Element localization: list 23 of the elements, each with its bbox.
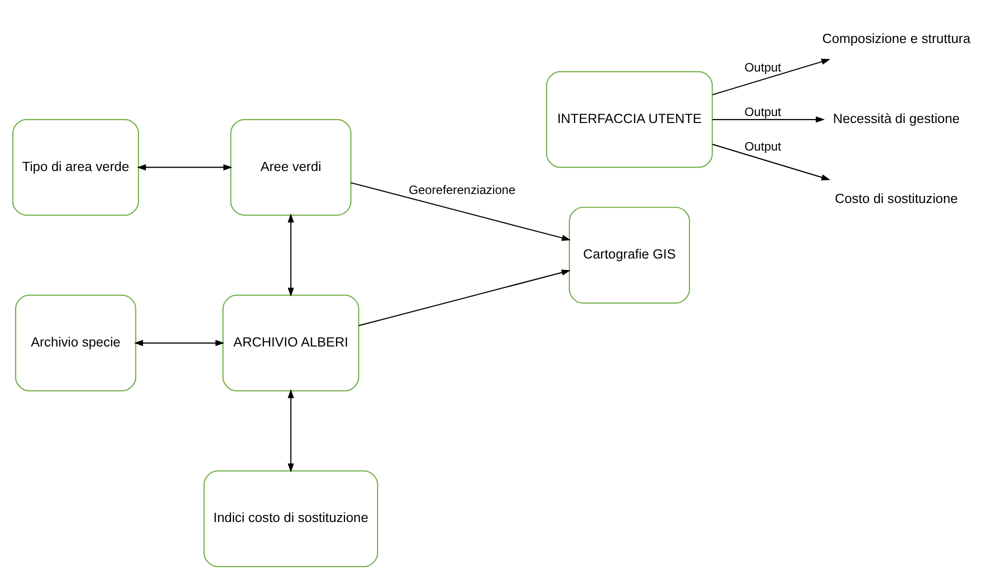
arrow	[288, 389, 294, 472]
node-box: Indici costo di sostituzione	[204, 470, 378, 568]
arrow	[288, 214, 294, 297]
node-box: Archivio specie	[15, 294, 136, 392]
edge-label: Georeferenziazione	[408, 182, 516, 197]
node-box: Cartografie GIS	[568, 206, 690, 304]
node-box: Tipo di area verde	[12, 118, 140, 216]
node-box: Aree verdi	[230, 118, 352, 216]
arrow	[712, 58, 830, 96]
node-box: INTERFACCIA UTENTE	[546, 71, 713, 168]
node-text: Costo di sostituzione	[834, 191, 958, 206]
node-text: Composizione e struttura	[822, 30, 970, 46]
node-text: Necessità di gestione	[832, 110, 960, 126]
arrow	[350, 182, 571, 241]
edge-label: Output	[744, 104, 782, 119]
arrow	[712, 116, 825, 123]
arrow	[358, 270, 571, 326]
arrow	[134, 340, 224, 346]
node-box: ARCHIVIO ALBERI	[222, 294, 360, 392]
edge-label: Output	[744, 60, 782, 74]
edge-label: Output	[744, 139, 782, 154]
arrow	[712, 144, 830, 180]
arrow	[136, 164, 232, 170]
